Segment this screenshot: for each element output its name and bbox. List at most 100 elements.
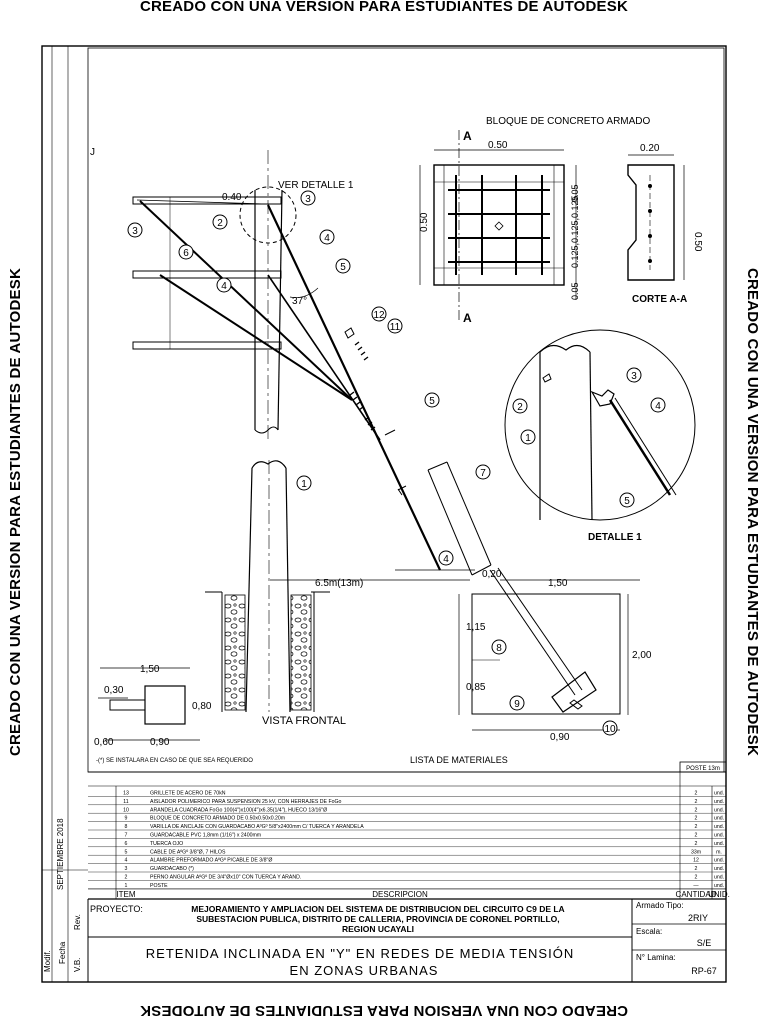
col-cant: CANTIDAD (676, 890, 717, 899)
balloon-5b: 5 (424, 392, 440, 408)
watermark-top: CREADO CON UNA VERSION PARA ESTUDIANTES … (139, 0, 629, 15)
callout-balloons: 3 2 3 4 5 6 4 12 11 5 1 7 4 8 9 10 3 2 4… (127, 190, 666, 736)
dim-corte-height: 0.50 (692, 232, 703, 252)
material-cant: 2 (695, 799, 698, 805)
balloon-d2: 2 (512, 398, 528, 414)
material-unid: m. (716, 849, 722, 855)
armado-label: Armado Tipo: (636, 901, 684, 910)
dim-005-b: 0.05 (570, 282, 580, 300)
material-cant: 2 (695, 791, 698, 797)
svg-text:3: 3 (631, 371, 637, 382)
sheet-border (41, 45, 727, 983)
svg-text:0,30: 0,30 (104, 685, 124, 696)
svg-text:1: 1 (525, 433, 531, 444)
material-unid: und. (714, 841, 724, 847)
material-cant: 2 (695, 807, 698, 813)
material-desc: GRILLETE DE ACERO DE 70kN (150, 791, 226, 797)
svg-text:2: 2 (517, 402, 523, 413)
svg-text:1,15: 1,15 (466, 622, 486, 633)
material-item: 1 (125, 883, 128, 889)
svg-text:4: 4 (324, 233, 330, 244)
detalle-label: DETALLE 1 (588, 532, 642, 543)
balloon-2: 2 (212, 214, 228, 230)
svg-text:9: 9 (514, 699, 520, 710)
corte-aa (627, 154, 685, 281)
svg-text:4: 4 (221, 281, 227, 292)
svg-text:1,50: 1,50 (140, 664, 160, 675)
lamina-label: N° Lamina: (636, 953, 676, 962)
material-item: 6 (125, 841, 128, 847)
guy-wires (136, 199, 597, 713)
svg-text:10: 10 (604, 724, 616, 735)
material-item: 5 (125, 849, 128, 855)
material-desc: PERNO ANGULAR AºGº DE 3/4"Øx10" CON TUER… (150, 875, 301, 881)
armado-value: 2RIY (688, 913, 708, 923)
svg-text:0,20: 0,20 (482, 569, 502, 580)
svg-text:5: 5 (340, 262, 346, 273)
material-unid: und. (714, 799, 724, 805)
svg-text:1,50: 1,50 (548, 578, 568, 589)
material-item: 3 (125, 866, 128, 872)
material-item: 2 (125, 875, 128, 881)
material-desc: VARILLA DE ANCLAJE CON GUARDACABO AºGº 5… (150, 824, 364, 830)
balloon-d5: 5 (619, 492, 635, 508)
dim-040: 0.40 (222, 192, 242, 203)
balloon-d4: 4 (650, 397, 666, 413)
svg-text:1: 1 (301, 479, 307, 490)
section-mark-top: A (463, 129, 472, 143)
fecha-label: Fecha (58, 941, 67, 964)
material-cant: 2 (695, 875, 698, 881)
material-cant: 2 (695, 841, 698, 847)
svg-text:12: 12 (373, 310, 385, 321)
drawing-title-1: RETENIDA INCLINADA EN "Y" EN REDES DE ME… (146, 946, 574, 961)
material-cant: 2 (695, 824, 698, 830)
balloon-11: 11 (387, 318, 403, 334)
svg-text:2,00: 2,00 (632, 650, 652, 661)
dim-corte-width: 0.20 (640, 143, 660, 154)
material-row: 5 CABLE DE AºGº 3/8"Ø, 7 HILOS 33m m. (88, 849, 726, 856)
escala-value: S/E (697, 938, 712, 948)
proyecto-label: PROYECTO: (90, 904, 143, 914)
material-unid: und. (714, 875, 724, 881)
title-block-frame (87, 899, 726, 982)
material-unid: und. (714, 833, 724, 839)
angle-label: 37° (292, 296, 307, 307)
escala-label: Escala: (636, 927, 662, 936)
anchor-front-detail: 1,50 0,30 0,80 0,60 0,90 (94, 664, 212, 748)
anchor-pit: 1,15 0,85 2,00 0,90 (458, 593, 652, 743)
material-desc: GUARDACABO (*) (150, 866, 194, 872)
material-item: 7 (125, 833, 128, 839)
corte-label: CORTE A-A (632, 294, 687, 305)
concrete-block-plan (419, 130, 577, 320)
material-unid: und. (714, 824, 724, 830)
balloon-3b: 3 (300, 190, 316, 206)
svg-text:0,90: 0,90 (550, 732, 570, 743)
material-desc: GUARDACABLE PVC 1,8mm (1/16") x 2400mm (150, 833, 261, 839)
dim-6.5m: 6.5m(13m) 1,50 0,20 (270, 569, 640, 589)
proyecto-line-1: MEJORAMIENTO Y AMPLIACION DEL SISTEMA DE… (191, 904, 564, 914)
modif-label: Modif. (43, 950, 52, 972)
dim-block-height: 0.50 (419, 212, 430, 232)
svg-text:11: 11 (390, 322, 401, 333)
svg-text:7: 7 (480, 468, 486, 479)
material-desc: POSTE (150, 883, 168, 889)
svg-text:0,60: 0,60 (94, 737, 114, 748)
balloon-4c: 4 (438, 550, 454, 566)
balloon-6: 6 (178, 244, 194, 260)
material-desc: BLOQUE DE CONCRETO ARMADO DE 0.50x0.50x0… (150, 816, 285, 822)
poste-header: POSTE 13m (686, 766, 720, 772)
material-item: 11 (123, 799, 128, 805)
balloon-9: 9 (509, 695, 525, 711)
svg-text:4: 4 (655, 401, 661, 412)
material-desc: CABLE DE AºGº 3/8"Ø, 7 HILOS (150, 849, 226, 855)
ver-detalle-label: VER DETALLE 1 (278, 180, 354, 191)
material-cant: — (693, 883, 699, 889)
section-mark-bottom: A (463, 311, 472, 325)
material-cant: 33m (691, 849, 701, 855)
